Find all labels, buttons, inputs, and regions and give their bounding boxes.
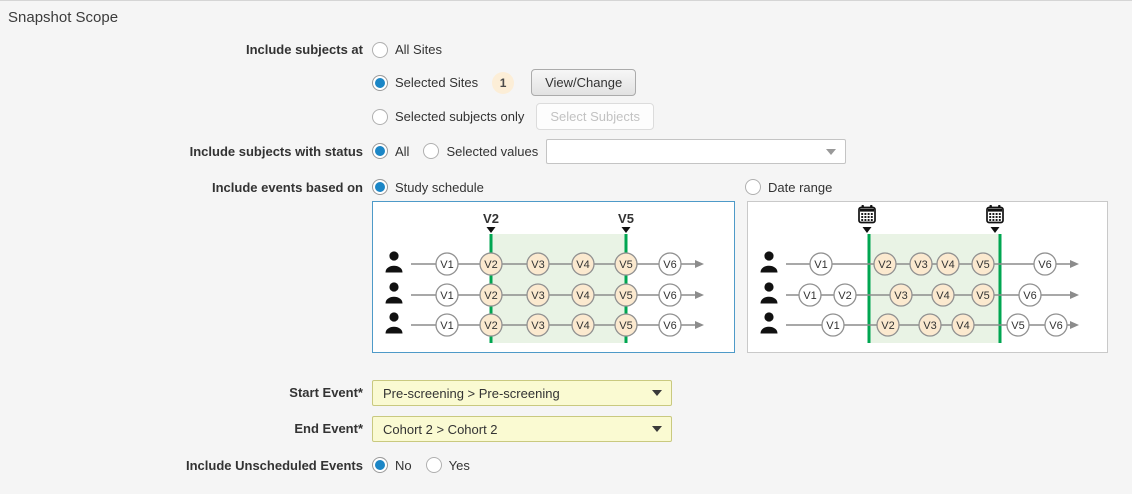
svg-text:V3: V3 — [531, 290, 544, 302]
radio-all-sites-label: All Sites — [395, 42, 442, 57]
radio-button-icon[interactable] — [372, 143, 388, 159]
select-subjects-button: Select Subjects — [536, 103, 654, 130]
svg-text:V2: V2 — [484, 320, 497, 332]
radio-unscheduled-yes[interactable]: Yes — [425, 457, 470, 473]
svg-text:V6: V6 — [1049, 320, 1062, 332]
radio-button-icon[interactable] — [423, 143, 440, 159]
svg-text:V2: V2 — [484, 259, 497, 271]
svg-text:V6: V6 — [663, 259, 676, 271]
label-include-unscheduled-events: Include Unscheduled Events — [186, 458, 363, 473]
radio-button-icon[interactable] — [372, 108, 388, 125]
svg-text:V5: V5 — [976, 259, 989, 271]
svg-text:V4: V4 — [576, 320, 589, 332]
radio-unscheduled-no[interactable]: No — [372, 457, 412, 473]
radio-study-schedule-label: Study schedule — [395, 179, 484, 195]
radio-status-all-label: All — [395, 143, 410, 159]
radio-button-icon[interactable] — [372, 41, 388, 58]
svg-text:V4: V4 — [956, 320, 969, 332]
svg-text:V2: V2 — [838, 290, 851, 302]
svg-text:V5: V5 — [618, 211, 634, 226]
svg-text:V2: V2 — [878, 259, 891, 271]
svg-text:V6: V6 — [663, 290, 676, 302]
radio-unscheduled-yes-label: Yes — [448, 457, 470, 473]
svg-text:V2: V2 — [483, 211, 499, 226]
svg-text:V4: V4 — [936, 290, 949, 302]
status-values-dropdown — [546, 139, 846, 164]
start-event-value: Pre-screening > Pre-screening — [383, 385, 560, 401]
label-include-subjects-with-status: Include subjects with status — [189, 144, 363, 159]
start-event-dropdown[interactable]: Pre-screening > Pre-screening — [372, 380, 672, 406]
radio-row-study-schedule: Study schedule — [372, 178, 484, 196]
svg-text:V3: V3 — [923, 320, 936, 332]
radio-button-icon[interactable] — [372, 179, 388, 195]
svg-text:V5: V5 — [619, 290, 632, 302]
svg-text:V2: V2 — [881, 320, 894, 332]
selected-sites-count-badge: 1 — [492, 71, 515, 94]
radio-selected-sites[interactable]: Selected Sites — [372, 74, 479, 91]
radio-row-status: All Selected values — [372, 141, 538, 161]
svg-text:V1: V1 — [440, 290, 453, 302]
radio-date-range-label: Date range — [768, 179, 833, 195]
view-change-button[interactable]: View/Change — [531, 69, 637, 96]
radio-row-date-range: Date range — [745, 178, 832, 196]
label-include-events-based-on: Include events based on — [212, 180, 363, 195]
svg-text:V3: V3 — [914, 259, 927, 271]
svg-text:V1: V1 — [803, 290, 816, 302]
radio-row-selected-sites: Selected Sites 1 View/Change — [372, 69, 637, 96]
page-title: Snapshot Scope — [8, 9, 119, 26]
radio-selected-subjects-label: Selected subjects only — [395, 109, 525, 124]
chevron-down-icon — [652, 426, 662, 432]
radio-unscheduled-no-label: No — [395, 457, 412, 473]
radio-button-icon[interactable] — [372, 457, 388, 473]
svg-text:V2: V2 — [484, 290, 497, 302]
chevron-down-icon — [652, 390, 662, 396]
svg-text:V5: V5 — [976, 290, 989, 302]
svg-text:V1: V1 — [440, 320, 453, 332]
radio-row-all-sites: All Sites — [372, 41, 442, 58]
radio-date-range[interactable]: Date range — [745, 179, 832, 195]
svg-text:V3: V3 — [531, 259, 544, 271]
svg-text:V6: V6 — [1023, 290, 1036, 302]
svg-text:V6: V6 — [1038, 259, 1051, 271]
radio-selected-sites-label: Selected Sites — [395, 75, 479, 90]
label-start-event: Start Event* — [289, 385, 363, 400]
svg-text:V6: V6 — [663, 320, 676, 332]
svg-text:V1: V1 — [440, 259, 453, 271]
radio-button-icon[interactable] — [745, 179, 761, 195]
radio-row-selected-subjects: Selected subjects only Select Subjects — [372, 103, 654, 130]
radio-selected-subjects-only[interactable]: Selected subjects only — [372, 108, 525, 125]
svg-text:V4: V4 — [576, 290, 589, 302]
end-event-value: Cohort 2 > Cohort 2 — [383, 421, 498, 437]
radio-button-icon[interactable] — [372, 74, 388, 91]
svg-text:V3: V3 — [531, 320, 544, 332]
svg-text:V5: V5 — [1011, 320, 1024, 332]
svg-text:V1: V1 — [826, 320, 839, 332]
radio-row-unscheduled: No Yes — [372, 456, 470, 474]
radio-status-all[interactable]: All — [372, 143, 409, 159]
svg-text:V3: V3 — [894, 290, 907, 302]
radio-all-sites[interactable]: All Sites — [372, 41, 442, 58]
label-end-event: End Event* — [294, 421, 363, 436]
chevron-down-icon — [826, 148, 836, 155]
radio-button-icon[interactable] — [425, 457, 442, 473]
svg-text:V1: V1 — [814, 259, 827, 271]
svg-text:V4: V4 — [576, 259, 589, 271]
radio-status-selected-values[interactable]: Selected values — [423, 143, 538, 159]
radio-status-selected-values-label: Selected values — [446, 143, 539, 159]
end-event-dropdown[interactable]: Cohort 2 > Cohort 2 — [372, 416, 672, 442]
svg-text:V4: V4 — [941, 259, 954, 271]
svg-text:V5: V5 — [619, 259, 632, 271]
label-include-subjects-at: Include subjects at — [245, 42, 363, 57]
radio-study-schedule[interactable]: Study schedule — [372, 179, 484, 195]
svg-text:V5: V5 — [619, 320, 632, 332]
